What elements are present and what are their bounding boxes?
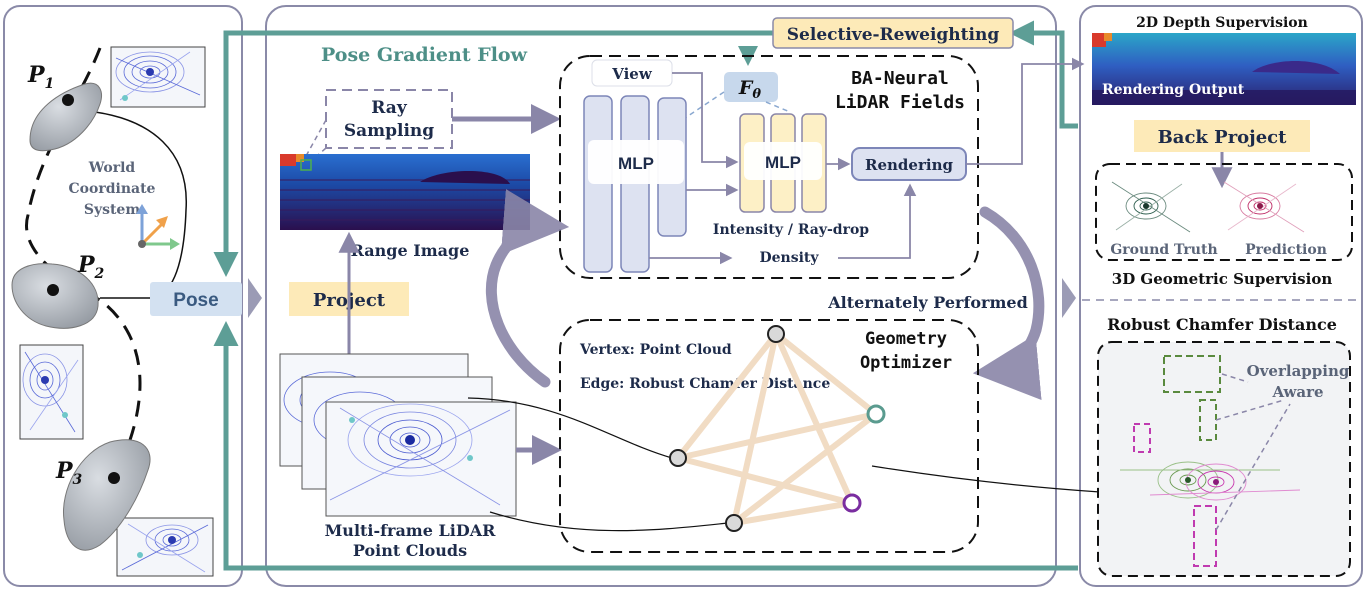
axes-icon [136,204,180,250]
density-label: Density [759,250,819,266]
pose-label-p3: P3 [55,458,83,488]
back-project-label: Back Project [1158,127,1288,148]
chevron-right-icon [1062,278,1076,318]
selective-reweighting-box [772,17,1014,49]
rendering-output-image [1092,33,1356,105]
car-icon [11,263,99,329]
leader-line [467,397,673,459]
alternately-performed-label: Alternately Performed [827,293,1028,312]
rendering-label: Rendering [865,156,953,174]
overlap-box [1133,423,1151,453]
world-coordinate-line-2: Coordinate [69,181,156,197]
graph-node [725,514,743,532]
geometric-supervision-title: 3D Geometric Supervision [1112,270,1333,288]
ba-neural-line-1: BA-Neural [851,68,949,89]
range-image-label: Range Image [351,241,470,260]
overlap-leader [1215,399,1285,421]
f-theta-box [724,72,778,102]
mlp-label-2: MLP [765,153,801,172]
overlap-leader [1215,403,1291,531]
selective-reweighting-label: Selective-Reweighting [787,25,1000,45]
f-theta-leader [681,91,725,121]
pose-label-p2: P2 [77,252,105,282]
pose-gradient-arrow-bottom [213,321,1078,571]
geometric-supervision-container [1095,163,1353,261]
f-theta-leader [765,101,791,113]
intensity-label: Intensity / Ray-drop [713,222,869,238]
rendering-output-label: Rendering Output [1102,82,1245,98]
middle-panel [265,5,1057,587]
right-panel [1079,5,1363,587]
ray-sampling-leader [305,119,327,157]
f-theta-label: Fθ [738,77,762,102]
graph-node [669,449,687,467]
lidar-thumbnail [110,46,206,108]
ground-truth-cloud [1111,181,1191,233]
multi-frame-line-1: Multi-frame LiDAR [325,521,497,540]
pose-gradient-flow-title: Pose Gradient Flow [321,44,528,66]
geometry-optimizer-container [559,319,979,553]
back-project-box [1134,120,1310,152]
car-icon [29,82,102,152]
car-icon [62,439,151,551]
view-label: View [611,65,653,83]
alternating-arc-left [485,189,570,388]
overlapping-line-1: Overlapping [1247,362,1350,380]
chamfer-point-clouds [1120,461,1301,501]
world-coordinate-line-1: World [88,160,136,176]
pose-box-label: Pose [173,290,218,311]
ground-truth-label: Ground Truth [1110,242,1217,258]
leader-line [871,465,1101,493]
overlap-leader [1221,373,1249,383]
geometry-optimizer-line-2: Optimizer [860,353,952,373]
ray-sampling-line-1: Ray [371,98,408,118]
overlap-box [1163,355,1221,393]
vertex-label: Vertex: Point Cloud [579,342,732,358]
mlp-label-box [744,142,822,180]
depth-supervision-title: 2D Depth Supervision [1136,15,1308,31]
geometry-optimizer-line-1: Geometry [865,329,947,349]
chamfer-container [1097,341,1351,577]
graph-node [767,325,785,343]
robust-chamfer-title: Robust Chamfer Distance [1107,315,1337,334]
alternating-arc-right [972,206,1045,401]
lidar-thumbnail [116,517,214,577]
ba-neural-line-2: LiDAR Fields [835,92,965,113]
internal-connectors [649,57,1085,265]
graph-node [866,404,886,424]
pose-gradient-arrow-down [213,30,773,277]
graph-node [842,493,862,513]
world-coordinate-line-3: System [84,202,141,218]
range-image [280,154,530,230]
mlp-label-box [588,140,684,184]
pose-box [150,282,242,316]
overlap-box [1193,505,1217,567]
leader-line [489,511,729,532]
ray-sampling-line-2: Sampling [344,121,434,141]
prediction-cloud [1223,181,1305,233]
ray-sampling-box [325,89,453,149]
chevron-right-icon [248,278,262,318]
pose-label-p1: P1 [27,62,54,92]
prediction-label: Prediction [1245,242,1327,258]
multi-frame-line-2: Point Clouds [353,541,467,560]
pose-graph-edges [675,331,879,526]
lidar-thumbnail [19,344,84,440]
point-cloud-frame [325,401,517,517]
ba-neural-container [559,55,979,279]
pose-gradient-arrow-top [1009,20,1078,129]
overlapping-line-2: Aware [1271,383,1323,401]
mlp-label-1: MLP [618,154,654,173]
